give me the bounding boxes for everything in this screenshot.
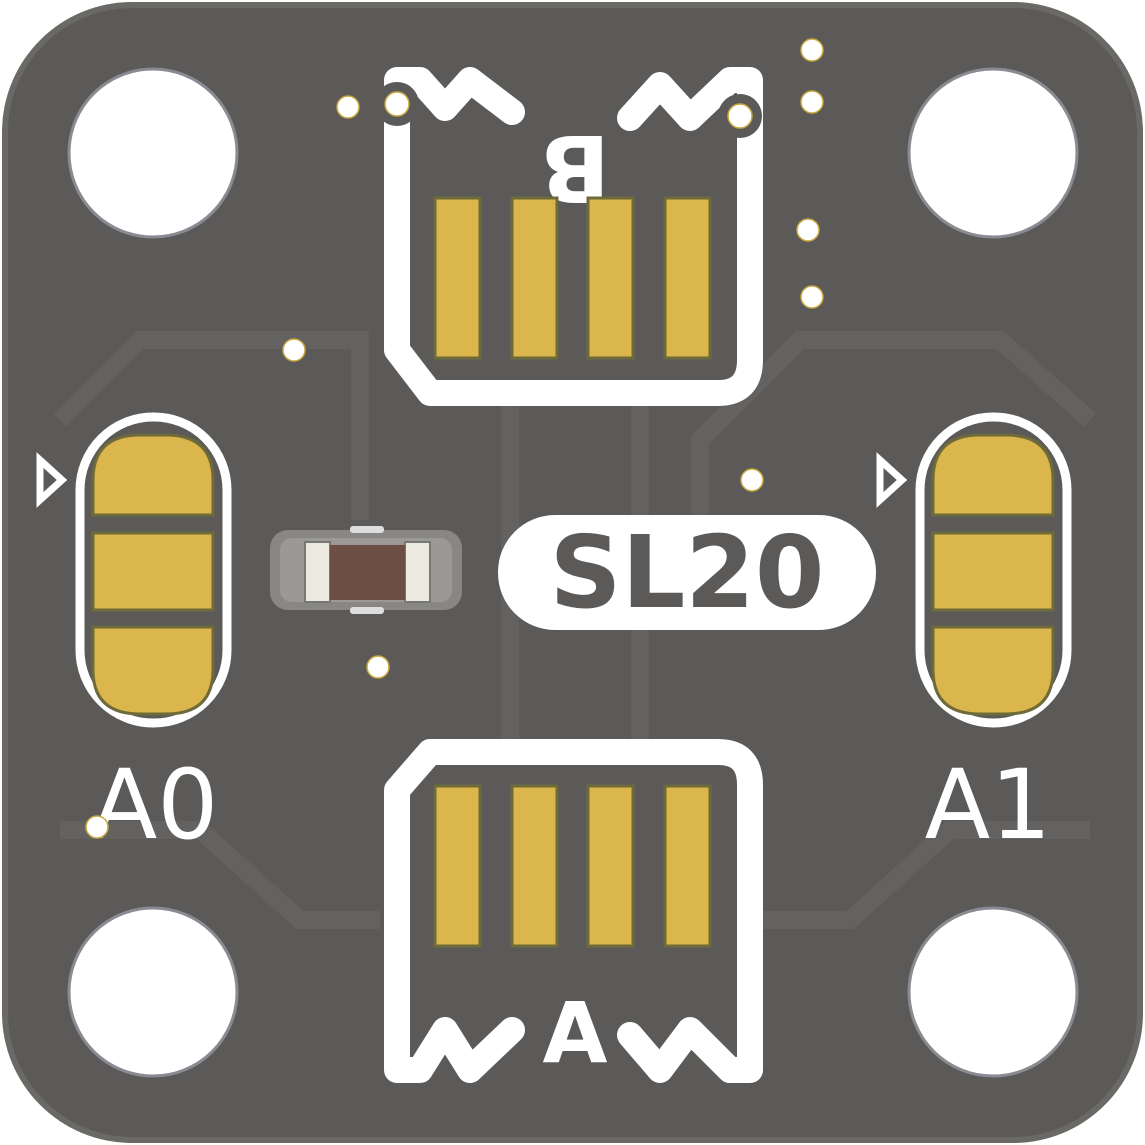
connector-a-outline <box>384 739 763 1083</box>
via <box>384 91 410 117</box>
resistor <box>270 526 462 614</box>
board-title-badge: SL20 <box>498 514 876 631</box>
pin1-triangle-icon <box>876 452 908 508</box>
pad <box>586 196 635 360</box>
mounting-hole-top-right <box>907 67 1079 239</box>
pad <box>510 196 559 360</box>
connector-b-outline <box>384 67 763 406</box>
jumper-a1: A1 <box>876 412 1072 861</box>
connector-a-label: A <box>542 984 607 1082</box>
connector-a: A <box>384 739 763 1083</box>
jumper-a1-label: A1 <box>925 749 1052 861</box>
pad <box>433 196 482 360</box>
connector-b: B <box>375 67 763 406</box>
jumper-a0: A0 <box>36 412 232 861</box>
pin1-triangle-icon <box>36 452 68 508</box>
mounting-hole-bottom-left <box>67 906 239 1078</box>
pad <box>586 784 635 948</box>
vias <box>85 38 824 839</box>
board-title: SL20 <box>550 514 825 631</box>
pad <box>663 784 712 948</box>
mounting-hole-bottom-right <box>907 906 1079 1078</box>
pad <box>663 196 712 360</box>
via <box>727 103 753 129</box>
jumper-a0-label: A0 <box>92 749 219 861</box>
pad <box>510 784 559 948</box>
mounting-hole-top-left <box>67 67 239 239</box>
pad <box>433 784 482 948</box>
mounting-holes <box>67 67 1079 1078</box>
